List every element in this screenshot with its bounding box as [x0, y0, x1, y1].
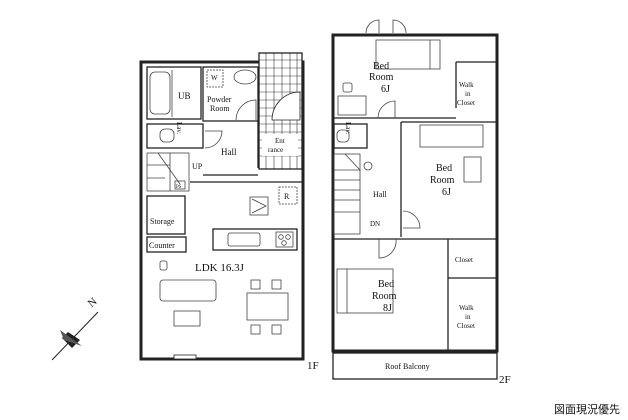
floor-label-1f: 1F [307, 360, 319, 372]
sofa [159, 279, 217, 302]
bathtub [149, 71, 171, 115]
washer-space [206, 69, 224, 88]
room-label-walk-in-closet-2-in: in [465, 313, 471, 321]
compass-icon: N [51, 296, 100, 361]
powder-room [202, 66, 259, 122]
room-label-storage: Storage [150, 217, 175, 226]
floor-1-outer-wall [139, 60, 305, 361]
floor-2-outer-wall [331, 33, 499, 353]
room-label-bedroom-2: Bed [436, 163, 452, 174]
unit-bath [146, 66, 202, 120]
bed [419, 124, 484, 148]
window [173, 354, 197, 360]
room-label-bedroom-2-size: 6J [442, 187, 451, 198]
chair [342, 82, 353, 93]
room-label-ps: PS [176, 185, 182, 190]
room-label-hall: Hall [221, 147, 237, 157]
room-label-roof-balcony: Roof Balcony [385, 362, 430, 371]
range-hood-icon [249, 196, 269, 216]
roof-balcony [332, 352, 498, 380]
kitchen-sink [227, 232, 261, 247]
room-label-hall-2f: Hall [373, 190, 388, 199]
door-swing [235, 99, 257, 121]
drawing-precedence-note: 図面現況優先 [554, 403, 620, 416]
dining-chairs [250, 279, 282, 335]
bed [375, 39, 441, 70]
room-label-entrance: Ent [275, 137, 285, 145]
room-label-walk-in-closet-1: Walk [459, 81, 474, 89]
toilet-icon [159, 128, 175, 143]
room-label-bedroom-2-room: Room [430, 175, 455, 186]
room-label-powder-room: Room [210, 104, 230, 113]
floor-2-plan: Bed Room 6J Walk in Closet Lav. Bed Room… [331, 19, 511, 386]
sink [233, 69, 257, 85]
sink [363, 161, 373, 171]
room-label-walk-in-closet-1-in: in [465, 90, 471, 98]
fridge-label: R [284, 192, 290, 201]
room-label-bedroom-3-size: 8J [383, 303, 392, 314]
compass-north-label: N [86, 296, 100, 310]
floor-1-plan: UB W Powder Room Lav. Hall Ent rance UP … [139, 52, 319, 372]
room-label-bedroom-1-room: Room [369, 72, 394, 83]
toilet-room-1f [146, 123, 204, 149]
stove-icon [275, 231, 294, 248]
desk [337, 95, 367, 116]
stairs-1f[interactable] [146, 152, 190, 192]
room-label-washer: W [211, 74, 218, 82]
room-label-closet: Closet [455, 256, 473, 264]
room-label-lav: Lav. [175, 122, 183, 134]
desk [463, 156, 482, 183]
room-label-bedroom-3-room: Room [372, 291, 397, 302]
room-label-bedroom-1-size: 6J [381, 84, 390, 95]
window-doors [365, 19, 407, 34]
storage [146, 195, 186, 235]
stairs-down-label: DN [370, 220, 380, 228]
room-label-walk-in-closet-2: Walk [459, 304, 474, 312]
room-label-ub: UB [178, 91, 191, 101]
toilet-icon [336, 129, 350, 143]
room-label-lav-2f: Lav. [344, 122, 352, 134]
room-label-bedroom-3: Bed [378, 279, 394, 290]
pipe-space [174, 180, 186, 190]
room-label-counter: Counter [149, 241, 175, 250]
room-label-ldk: LDK 16.3J [195, 262, 245, 274]
room-label-walk-in-closet-2-closet: Closet [457, 322, 475, 330]
counter [146, 236, 187, 253]
floor-label-2f: 2F [499, 374, 511, 386]
stairs-2f[interactable] [333, 153, 361, 235]
room-label-bedroom-1: Bed [373, 61, 389, 72]
chair [159, 260, 168, 271]
entrance-tile [258, 52, 303, 170]
room-label-powder: Powder [207, 95, 232, 104]
stairs-up-label: UP [192, 162, 203, 171]
toilet-room-2f [333, 123, 368, 149]
kitchen-counter [212, 228, 298, 251]
dining-table [246, 292, 289, 321]
refrigerator-space [278, 186, 298, 205]
room-label-walk-in-closet-1-closet: Closet [457, 99, 475, 107]
coffee-table [173, 310, 201, 327]
room-label-entrance-2: rance [268, 146, 283, 154]
bed [336, 268, 394, 314]
